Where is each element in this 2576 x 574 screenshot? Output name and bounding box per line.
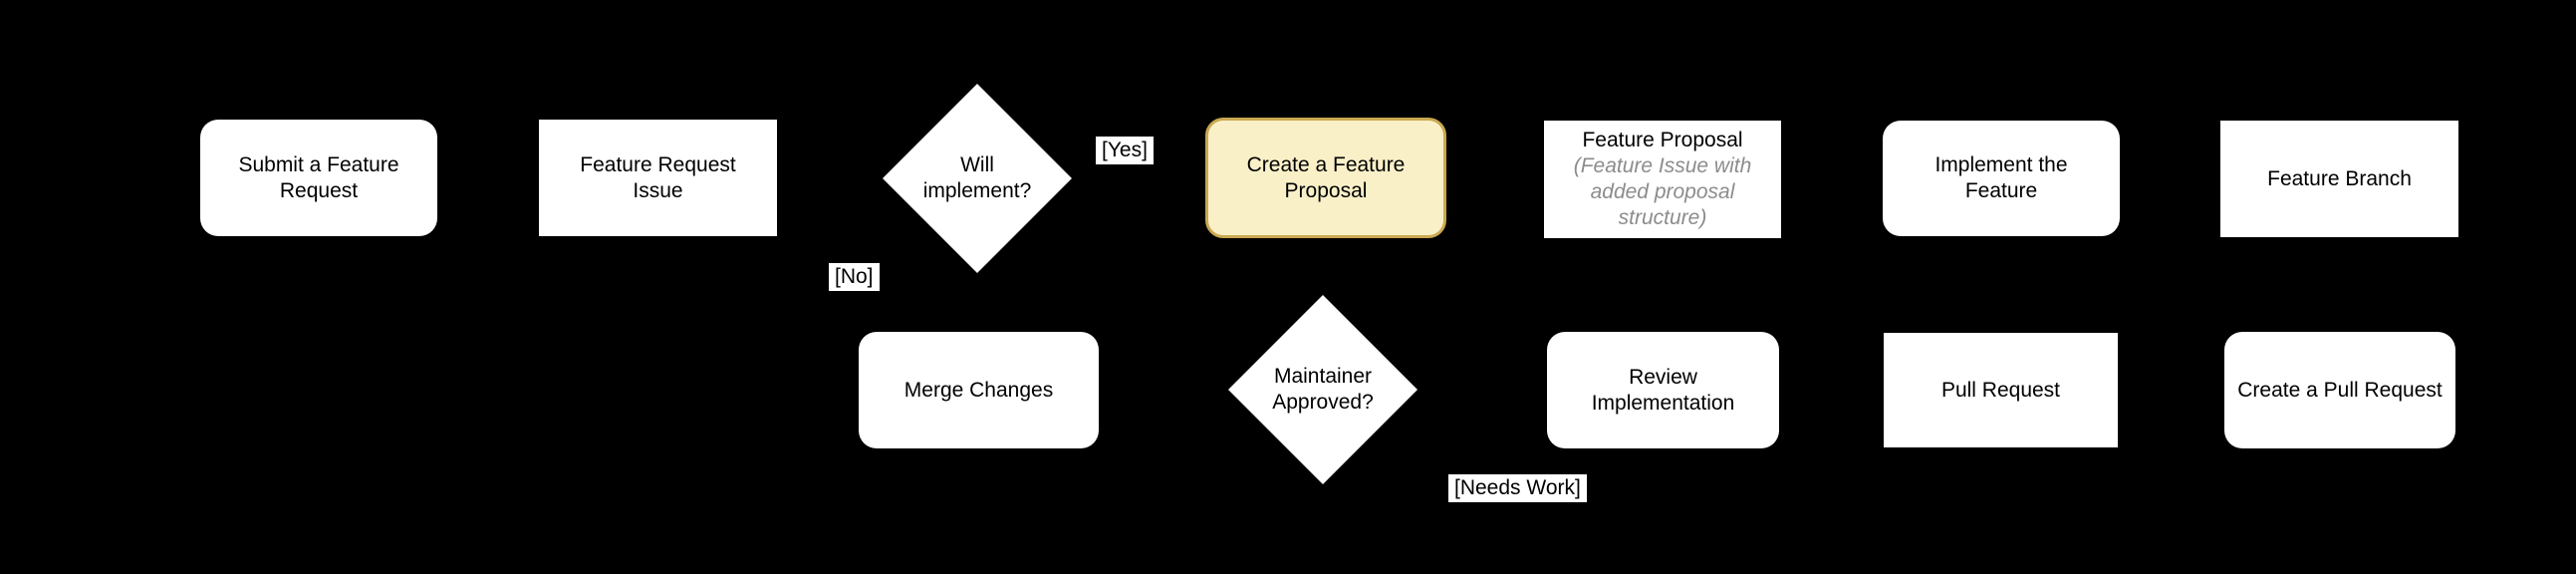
- node-label: Pull Request: [1940, 378, 2061, 402]
- flow-node-feature-proposal: Feature Proposal (Feature Issue with add…: [1544, 121, 1781, 238]
- flow-node-create-pull-request: Create a Pull Request: [2224, 332, 2455, 448]
- edge-label-no: [No]: [829, 263, 880, 291]
- flow-node-feature-request-issue: Feature Request Issue: [539, 120, 777, 236]
- flow-node-maintainer-approved: Maintainer Approved?: [1228, 295, 1417, 484]
- flow-node-submit-feature-request: Submit a Feature Request: [200, 120, 437, 236]
- node-label: Merge Changes: [903, 378, 1054, 402]
- flow-node-review-implementation: Review Implementation: [1547, 332, 1779, 448]
- node-label: Feature Proposal: [1582, 129, 1743, 151]
- node-label: Create a Pull Request: [2237, 378, 2443, 402]
- node-label: Feature Branch: [2267, 166, 2412, 190]
- node-label: Maintainer Approved?: [1272, 365, 1374, 414]
- node-label: Review Implementation: [1591, 365, 1735, 415]
- node-label: Will implement?: [922, 153, 1032, 202]
- flow-node-feature-branch: Feature Branch: [2220, 121, 2458, 237]
- node-label: Submit a Feature Request: [238, 152, 399, 202]
- node-label: Feature Request Issue: [580, 152, 736, 202]
- flow-node-will-implement: Will implement?: [883, 84, 1072, 273]
- node-label: Create a Feature Proposal: [1246, 152, 1406, 202]
- edge-label-yes: [Yes]: [1096, 137, 1154, 164]
- flow-node-pull-request: Pull Request: [1884, 333, 2118, 447]
- node-label: Implement the Feature: [1934, 153, 2068, 202]
- flow-node-merge-changes: Merge Changes: [859, 332, 1099, 448]
- flow-node-create-feature-proposal: Create a Feature Proposal: [1205, 118, 1446, 238]
- flow-node-implement-feature: Implement the Feature: [1883, 121, 2120, 236]
- node-sublabel: (Feature Issue with added proposal struc…: [1573, 154, 1752, 229]
- edge-label-needs-work: [Needs Work]: [1448, 474, 1587, 502]
